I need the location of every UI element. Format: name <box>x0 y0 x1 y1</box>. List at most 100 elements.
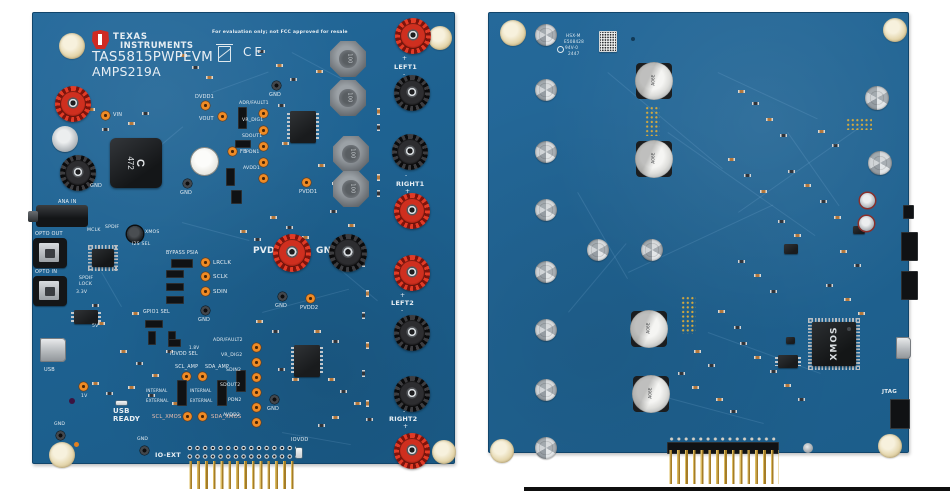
board-model: TAS5815PWPEVM <box>92 49 214 65</box>
passive-component <box>92 304 99 307</box>
spdif-lock-label1: SPDIF <box>79 276 94 281</box>
testpoint-scl-xmos <box>183 412 192 421</box>
testpoint-orange <box>74 442 79 447</box>
polarity-plus: + <box>403 423 409 430</box>
passive-component <box>826 284 833 287</box>
passive-component <box>98 322 105 325</box>
jumper-sda-select <box>217 380 227 406</box>
power-inductor-marking1: C <box>134 159 147 167</box>
brand-line2: INSTRUMENTS <box>120 41 194 51</box>
passive-component <box>136 362 143 365</box>
header-pins <box>667 450 779 484</box>
passive-component <box>172 402 179 405</box>
passive-component <box>332 416 339 419</box>
weee-icon <box>216 44 233 62</box>
passive-component <box>366 400 369 407</box>
usb-label: USB <box>44 367 55 373</box>
passive-component <box>132 312 139 315</box>
passive-component <box>778 220 785 223</box>
internal-label: INTERNAL <box>146 388 168 393</box>
left2-neg-post <box>394 315 430 351</box>
via-field <box>681 296 696 334</box>
filter-inductor <box>333 171 369 207</box>
pcb-back: HSX-M E508428 94V-0 2447 A06E A06E A06E … <box>488 12 918 463</box>
passive-component <box>102 128 109 131</box>
testpoint-gnd-ch2 <box>270 395 279 404</box>
testpoint-sdout2 <box>252 388 261 397</box>
testpoint-gnd-center <box>278 292 287 301</box>
jumper <box>145 320 163 328</box>
via-field <box>846 118 872 130</box>
analog-in-jack-barrel <box>28 211 38 222</box>
passive-component <box>738 90 745 93</box>
passive-component <box>858 312 865 315</box>
internal-label: INTERNAL <box>190 388 212 393</box>
optical-connector-back <box>901 271 918 300</box>
passive-component <box>780 134 787 137</box>
gnd-center-post <box>329 234 367 272</box>
pvdd-label: PVDD <box>253 246 283 256</box>
cap-marking: A06E <box>650 74 656 86</box>
passive-component <box>708 364 715 367</box>
bulk-capacitor <box>52 126 78 152</box>
jumper <box>148 331 156 345</box>
passive-component <box>716 398 723 401</box>
pdn1-label: PDN1 <box>246 150 260 155</box>
passive-component <box>798 398 805 401</box>
passive-component <box>730 410 737 413</box>
standoff <box>490 439 514 463</box>
cap-marking: A06E <box>650 152 656 164</box>
passive-component <box>348 224 355 227</box>
testpoint-sdout1 <box>259 142 268 151</box>
xmos-label: XMOS <box>145 230 160 235</box>
passive-component <box>258 50 265 53</box>
polarity-plus: + <box>405 188 411 195</box>
regulator-chip <box>71 310 101 324</box>
ana-in-label: ANA IN <box>58 199 77 205</box>
brand-line1: TEXAS <box>113 32 148 42</box>
lrclk-label: LRCLK <box>213 260 232 266</box>
spdif-lock-label2: LOCK <box>79 282 93 287</box>
passive-component <box>744 174 751 177</box>
copper-trace <box>100 272 122 308</box>
vr-dig2-label: VR_DIG2 <box>221 353 243 358</box>
small-ic <box>775 355 801 368</box>
gnd-label: GND <box>137 437 149 442</box>
sda-xmos-label: SDA_XMOS <box>211 414 242 420</box>
board-name: AMPS219A <box>92 64 161 79</box>
testpoint-pvdd1 <box>302 178 311 187</box>
testpoint-adr-fault1 <box>259 109 268 118</box>
passive-component <box>752 102 759 105</box>
bypass-psia-label: BYPASS PSIA <box>166 251 199 256</box>
passive-component <box>784 384 791 387</box>
passive-component <box>270 216 277 219</box>
fab-marking-line1: HSX-M <box>566 33 581 38</box>
fab-marking-line2: E508428 <box>564 39 585 44</box>
passive-component <box>770 290 777 293</box>
left1-pos-post <box>395 18 431 54</box>
passive-component <box>180 54 187 57</box>
inductor-marking: 100 <box>349 183 356 194</box>
passive-component <box>272 330 279 333</box>
passive-component <box>718 310 725 313</box>
passive-component <box>278 368 285 371</box>
passive-component <box>282 142 289 145</box>
usb-ready-led <box>116 401 127 405</box>
standoff <box>878 434 902 458</box>
testpoint-gnd-vreg <box>183 179 192 188</box>
passive-component <box>366 342 369 349</box>
polarity-minus: - <box>403 408 406 415</box>
post-nut <box>535 199 557 221</box>
passive-component <box>286 226 293 229</box>
io-ext-header <box>186 444 296 461</box>
left2-pos-post <box>394 255 430 291</box>
scl-amp-label: SCL_AMP <box>175 365 199 370</box>
vout-label: VOUT <box>199 116 214 122</box>
jtag-connector <box>890 399 910 429</box>
small-capacitor <box>860 193 875 208</box>
screw-head <box>803 443 813 453</box>
via-field <box>645 106 660 136</box>
optical-in-connector <box>33 276 67 306</box>
passive-component <box>377 190 380 197</box>
polarity-minus: - <box>405 172 408 179</box>
